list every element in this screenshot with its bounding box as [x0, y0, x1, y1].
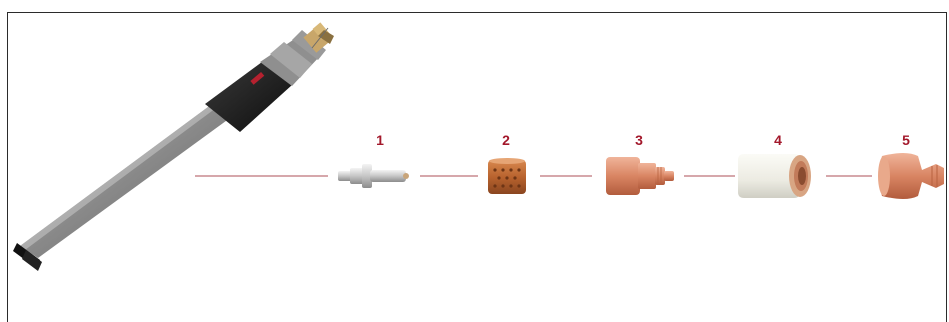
part-electrode	[338, 164, 409, 188]
part-swirl-ring	[488, 158, 526, 194]
torch-handle	[13, 22, 334, 271]
part-number-label: 2	[496, 132, 516, 148]
part-retaining-cap	[738, 154, 811, 198]
part-number-label: 5	[896, 132, 916, 148]
part-nozzle	[606, 157, 674, 195]
part-number-label: 1	[370, 132, 390, 148]
part-shield	[878, 153, 944, 199]
part-number-label: 3	[629, 132, 649, 148]
part-number-label: 4	[768, 132, 788, 148]
